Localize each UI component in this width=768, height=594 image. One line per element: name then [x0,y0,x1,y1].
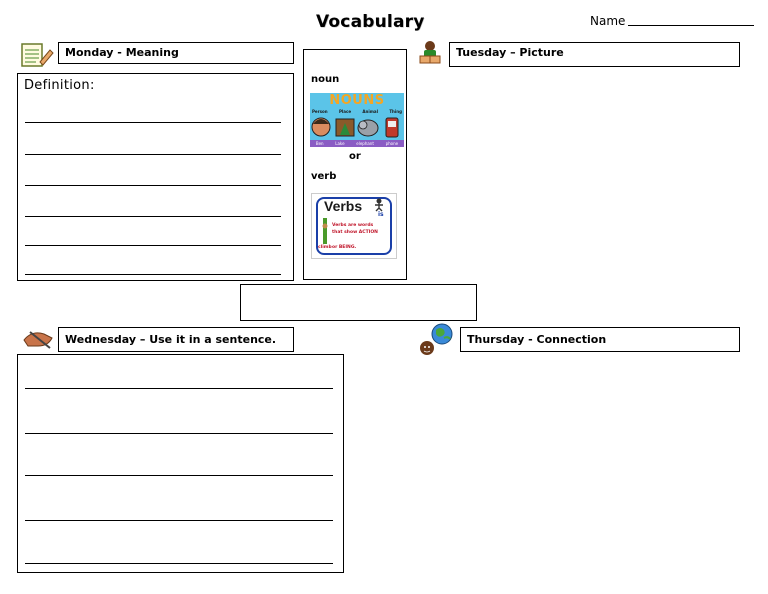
verbs-line-3: or BEING. [332,245,357,250]
verbs-climb-word: climb [318,245,332,250]
child-reading-icon [419,41,441,64]
nouns-heading: NOUNS [329,93,385,108]
monday-label: Monday - Meaning [58,42,294,64]
page-title: Vocabulary [316,12,425,32]
thursday-label: Thursday - Connection [460,327,740,352]
globe-child-icon [420,323,453,355]
verb-label: verb [311,171,337,182]
tuesday-label: Tuesday – Picture [449,42,740,67]
nouns-column-animal: Animal [362,109,378,114]
nouns-caption-thing: phone [385,141,399,146]
verbs-heading: Verbs [324,198,363,214]
definition-box[interactable] [17,73,294,281]
nouns-image: NOUNS Person Place Animal Thing Ben Lake… [310,93,404,147]
pencil-notepad-icon [21,43,54,67]
definition-label: Definition: [24,78,95,93]
writing-hand-icon [23,331,53,349]
verbs-side-word: is [378,211,384,218]
noun-label: noun [311,74,340,85]
verbs-line-2: that show ACTION [332,229,378,235]
nouns-caption-animal: elephant [356,141,374,146]
nouns-column-place: Place [338,109,352,114]
or-label: or [349,151,361,162]
nouns-column-person: Person [312,109,328,114]
vocabulary-word-box[interactable] [240,284,477,321]
nouns-column-thing: Thing [389,109,402,114]
wednesday-label: Wednesday – Use it in a sentence. [58,327,294,352]
name-field-line[interactable] [628,25,754,26]
verbs-image: Verbs is Verbs are words that show ACTIO… [311,193,397,259]
verbs-line-1: Verbs are words [332,223,374,228]
name-label: Name [590,14,626,28]
nouns-caption-person: Ben [315,141,324,146]
nouns-caption-place: Lake [335,141,345,146]
sentence-box[interactable] [17,354,344,573]
